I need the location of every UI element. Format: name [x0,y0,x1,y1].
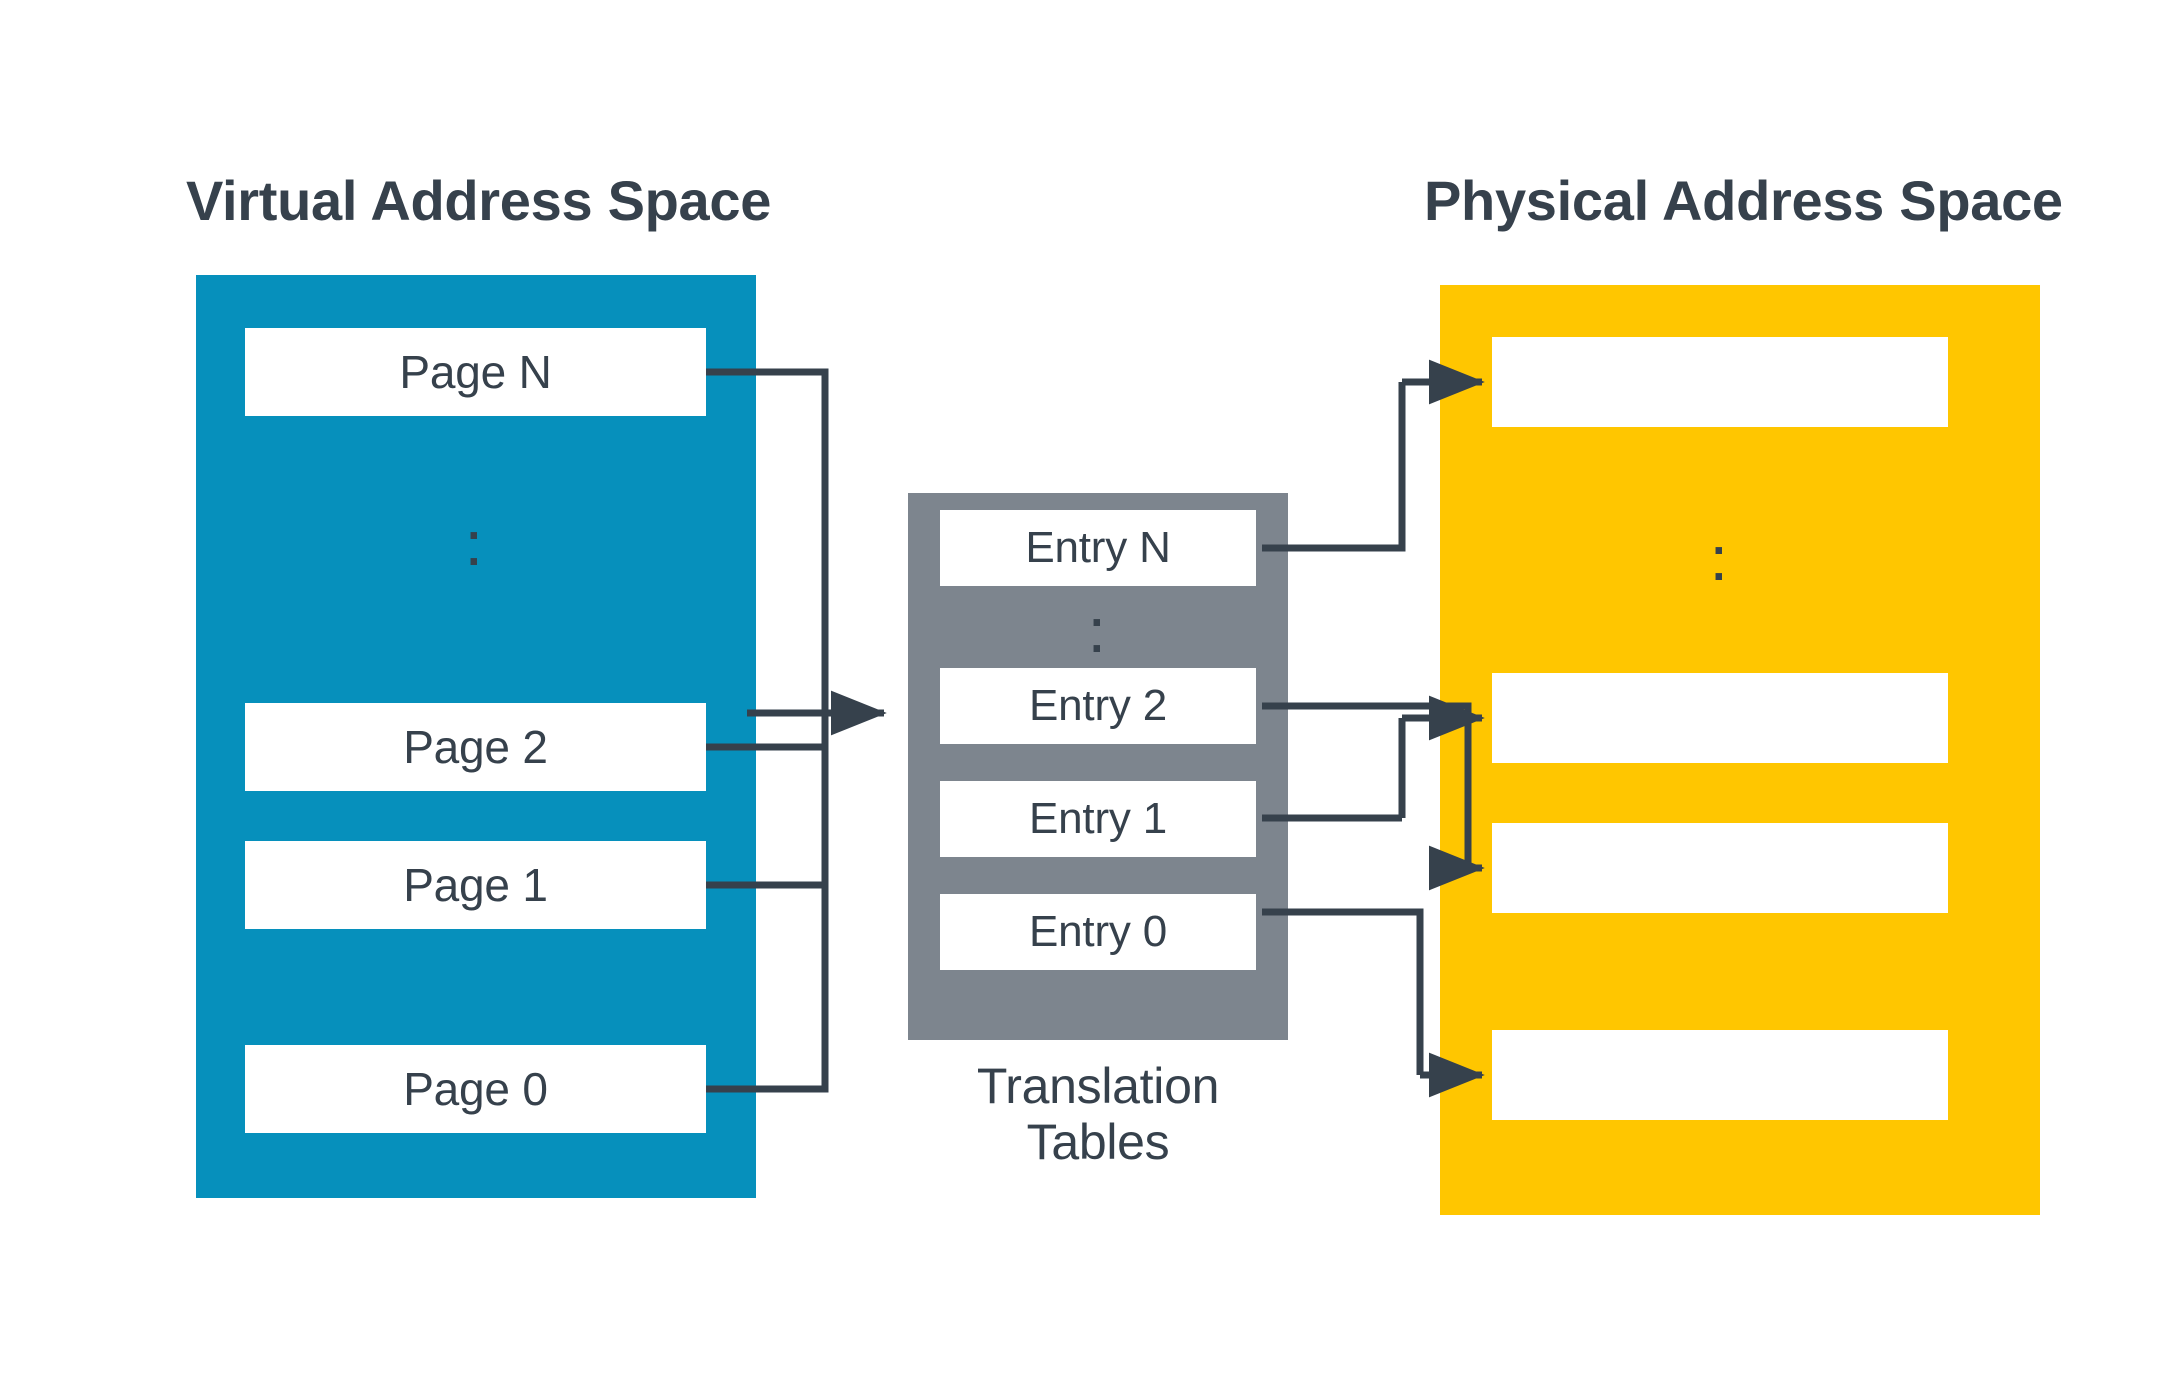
translation-entry-block-1[interactable]: Entry 1 [940,781,1256,857]
wire-entry-2-dropper [1262,702,1472,868]
translation-tables-caption-line2: Tables [1026,1114,1170,1170]
virtual-page-block-n[interactable]: Page N [245,328,706,416]
physical-frame-block-3[interactable] [1492,337,1948,427]
virtual-page-block-2[interactable]: Page 2 [245,703,706,791]
virtual-page-block-0[interactable]: Page 0 [245,1045,706,1133]
translation-entry-block-0[interactable]: Entry 0 [940,894,1256,970]
physical-address-space-heading: Physical Address Space [1424,169,2063,232]
wire-page-n-to-bus [706,368,829,713]
translation-tables-caption: Translation Tables [908,1058,1288,1170]
translation-tables-caption-line1: Translation [976,1058,1220,1114]
physical-frame-block-0[interactable] [1492,1030,1948,1120]
wire-entry-0-dropper [1262,908,1424,1075]
translation-entry-block-n[interactable]: Entry N [940,510,1256,586]
virtual-address-space-heading: Virtual Address Space [186,169,772,232]
wire-entry-n-riser [1262,382,1406,552]
wire-page-0-to-bus [706,713,829,1093]
physical-frame-block-2[interactable] [1492,673,1948,763]
virtual-page-block-1[interactable]: Page 1 [245,841,706,929]
physical-frame-block-1[interactable] [1492,823,1948,913]
translation-entry-block-2[interactable]: Entry 2 [940,668,1256,744]
